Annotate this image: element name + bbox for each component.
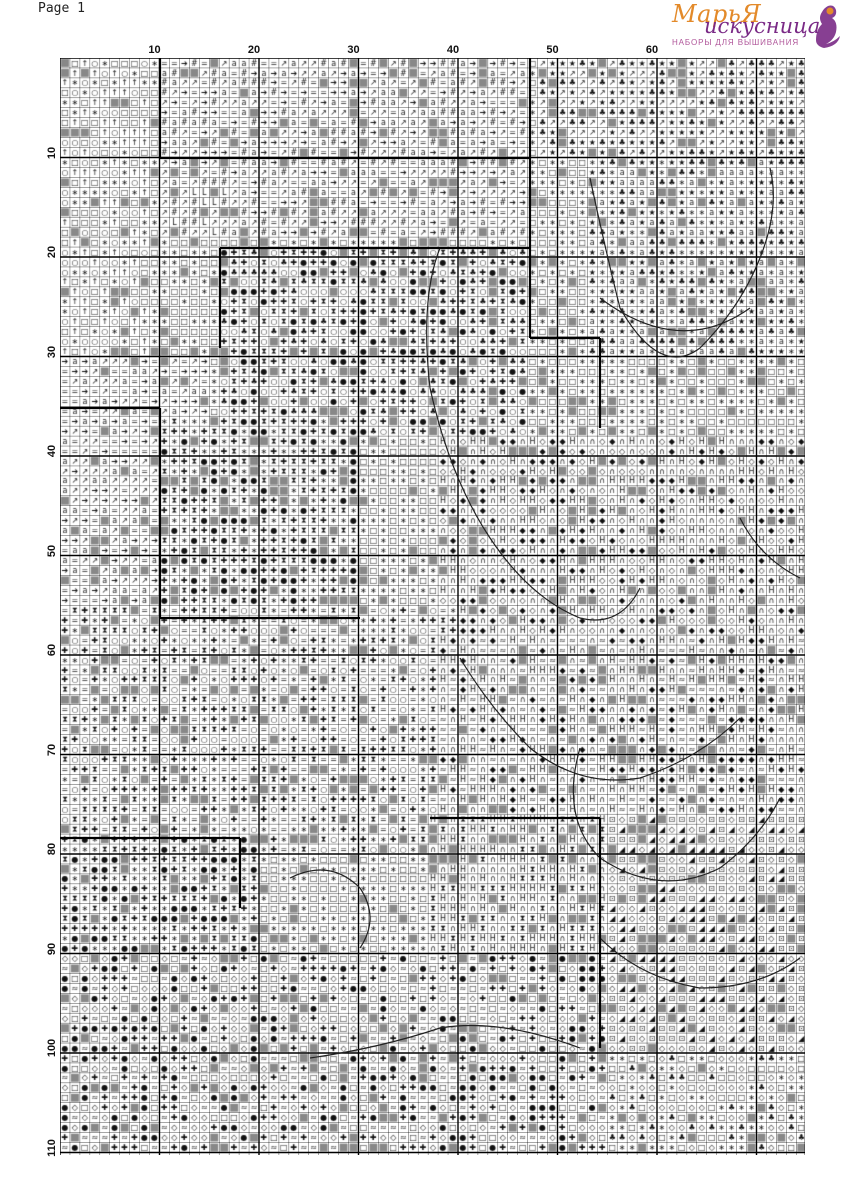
backstitch-outline	[599, 297, 751, 332]
backstitch-outline	[739, 517, 801, 579]
backstitch-outline	[459, 657, 741, 781]
grid-overlay	[60, 58, 805, 1155]
brand-name-line1: МарьЯ	[672, 0, 762, 28]
backstitch-outline	[309, 1024, 581, 1059]
page-label: Page 1	[38, 1, 85, 16]
brand-name-line2: искусница	[704, 14, 821, 38]
backstitch-outline	[426, 247, 641, 621]
brand-logo: МарьЯ искусница НАБОРЫ ДЛЯ ВЫШИВАНИЯ	[668, 0, 846, 50]
row-number: 80	[46, 842, 58, 856]
brand-tagline: НАБОРЫ ДЛЯ ВЫШИВАНИЯ	[672, 38, 800, 47]
row-number: 100	[46, 1038, 58, 1058]
row-number: 50	[46, 544, 58, 557]
column-number: 30	[347, 44, 360, 56]
row-number: 60	[46, 643, 58, 657]
row-number: 70	[46, 743, 58, 756]
column-number: 10	[148, 44, 161, 56]
row-number: 90	[46, 942, 58, 955]
column-number: 50	[546, 44, 559, 56]
backstitch-outline	[289, 869, 371, 949]
column-number: 60	[645, 44, 659, 56]
backstitch-outline	[599, 937, 801, 989]
row-number: 40	[46, 444, 58, 458]
needlewoman-figure-icon	[816, 5, 840, 48]
row-number: 10	[46, 146, 58, 159]
row-number: 110	[46, 1138, 58, 1157]
backstitch-outline	[589, 167, 774, 358]
row-number: 20	[46, 245, 58, 259]
row-number: 30	[46, 345, 58, 358]
column-number: 40	[446, 44, 460, 56]
column-number: 20	[247, 44, 261, 56]
backstitch-outline	[572, 747, 781, 882]
cross-stitch-pattern-grid	[60, 58, 805, 1155]
